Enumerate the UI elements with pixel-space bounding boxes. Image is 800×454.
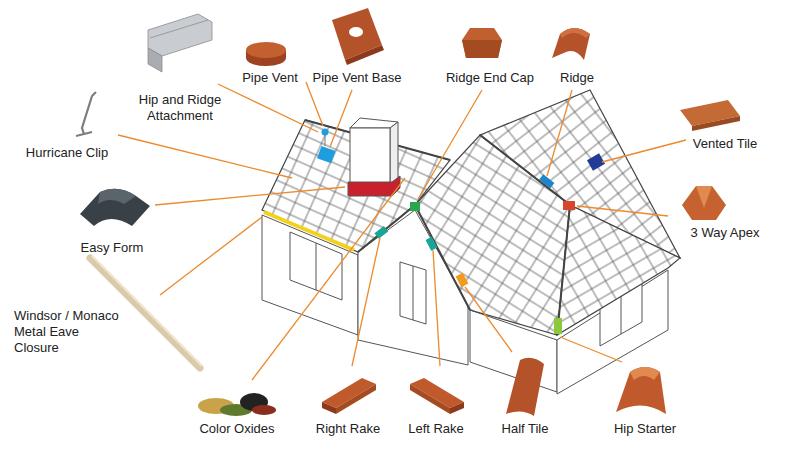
label-holder: Ridge	[560, 70, 594, 86]
label-holder: Hip and Ridge Attachment	[132, 92, 228, 124]
part-label: Half Tile	[502, 421, 549, 437]
part-label: Left Rake	[408, 421, 464, 437]
part-label: Ridge	[560, 70, 594, 86]
label-holder: Ridge End Cap	[446, 70, 534, 86]
label-holder: Half Tile	[502, 421, 549, 437]
part-label: Right Rake	[316, 421, 380, 437]
label-holder: Color Oxides	[199, 421, 274, 437]
label-holder: Easy Form	[81, 240, 144, 256]
product-thumbnails	[76, 8, 740, 416]
label-holder: Left Rake	[408, 421, 464, 437]
part-label: Color Oxides	[199, 421, 274, 437]
part-label: Pipe Vent Base	[313, 70, 402, 86]
label-holder: Pipe Vent	[242, 70, 298, 86]
label-holder: Hurricane Clip	[26, 145, 108, 161]
part-label: Hip Starter	[614, 421, 676, 437]
part-label: Vented Tile	[693, 136, 757, 152]
label-holder: Windsor / Monaco Metal Eave Closure	[14, 308, 126, 356]
label-holder: Pipe Vent Base	[313, 70, 402, 86]
part-label: Ridge End Cap	[446, 70, 534, 86]
label-holder: Hip Starter	[614, 421, 676, 437]
part-label: Pipe Vent	[242, 70, 298, 86]
part-label: 3 Way Apex	[691, 225, 760, 241]
label-holder: Right Rake	[316, 421, 380, 437]
leader-lines	[118, 82, 686, 380]
label-holder: 3 Way Apex	[691, 225, 760, 241]
part-label: Hurricane Clip	[26, 145, 108, 161]
part-label: Hip and Ridge Attachment	[132, 92, 228, 124]
label-holder: Vented Tile	[693, 136, 757, 152]
part-label: Easy Form	[81, 240, 144, 256]
part-label: Windsor / Monaco Metal Eave Closure	[14, 308, 126, 356]
